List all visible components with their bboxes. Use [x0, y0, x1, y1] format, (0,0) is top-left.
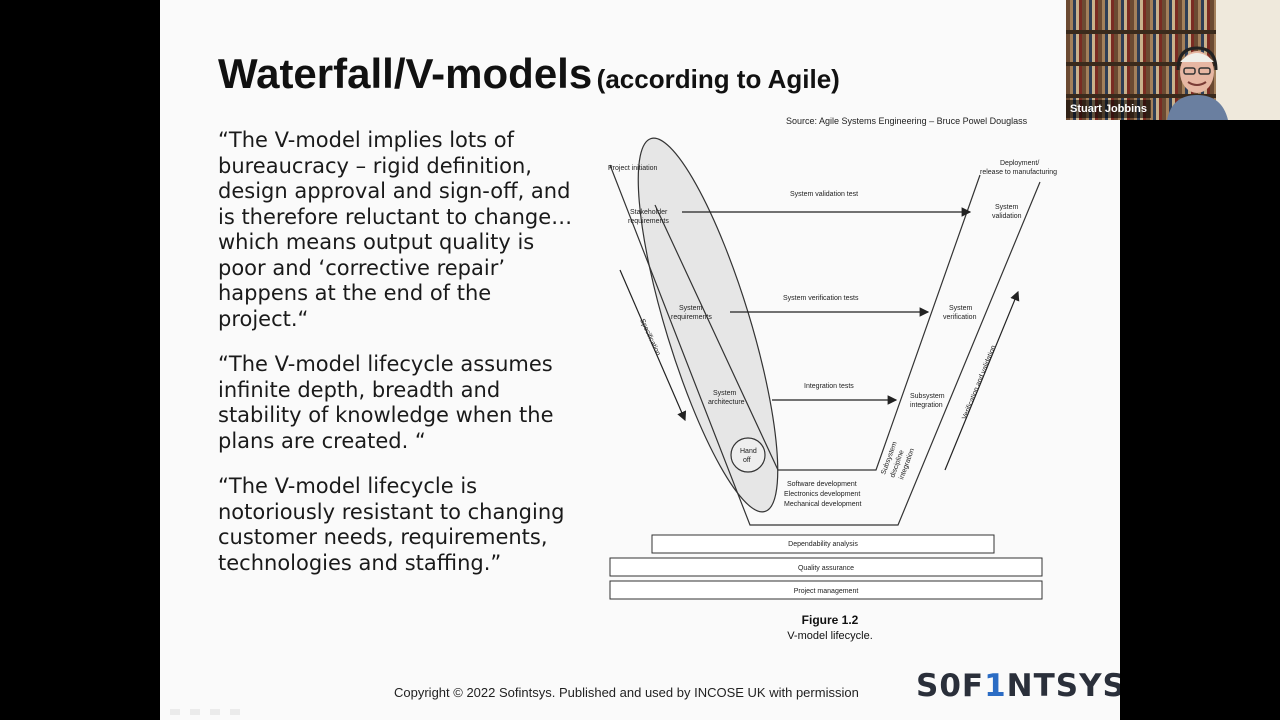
- quote-3: “The V-model lifecycle is notoriously re…: [218, 474, 565, 575]
- participant-name-label: Stuart Jobbins: [1066, 100, 1152, 118]
- participant-video-tile[interactable]: Stuart Jobbins: [1066, 0, 1280, 120]
- quotes-block: “The V-model implies lots of bureaucracy…: [218, 128, 588, 596]
- label-sysver-1: System: [949, 305, 973, 312]
- logo-suffix: NTSYS: [1006, 668, 1120, 704]
- logo-accent: 1: [984, 668, 1007, 704]
- label-specification: Specification: [638, 318, 661, 357]
- participant-avatar: [1167, 46, 1228, 120]
- label-subsys-int-1: Subsystem: [910, 393, 945, 400]
- source-citation: Source: Agile Systems Engineering – Bruc…: [786, 116, 1028, 126]
- wall-background: [1216, 0, 1280, 120]
- label-sysarch-1: System: [713, 390, 737, 397]
- label-sysarch-2: architecture: [708, 399, 745, 406]
- v-outer-outline: [609, 164, 1041, 526]
- label-electronics-dev: Electronics development: [784, 491, 860, 498]
- label-project-mgmt: Project management: [794, 588, 859, 595]
- label-vv: Verification and validation: [961, 344, 997, 420]
- shelf-board: [1066, 94, 1216, 98]
- label-sysval-2: validation: [992, 213, 1022, 220]
- quote-2: “The V-model lifecycle assumes infinite …: [218, 352, 554, 453]
- label-handoff-1: Hand: [740, 448, 757, 455]
- label-subsys-int-2: integration: [910, 402, 943, 409]
- figure-caption: V-model lifecycle.: [787, 630, 873, 642]
- annotation-toolbar-icons[interactable]: [168, 702, 248, 715]
- copyright-notice: Copyright © 2022 Sofintsys. Published an…: [394, 685, 859, 700]
- shelf-board: [1066, 62, 1216, 66]
- slide-title-main: Waterfall/V-models: [218, 50, 593, 97]
- sofintsys-logo: S0F1NTSYS: [916, 668, 1120, 704]
- label-stakeholder-2: requirements: [628, 218, 669, 225]
- label-deployment-2: release to manufacturing: [980, 169, 1057, 176]
- project-bar: [609, 580, 1043, 600]
- slide-title-sub: (according to Agile): [596, 64, 840, 94]
- logo-prefix: S0F: [916, 668, 985, 704]
- label-quality: Quality assurance: [798, 565, 854, 572]
- vv-arrow: [944, 290, 1020, 471]
- label-test-validation: System validation test: [790, 191, 858, 198]
- label-sysreq-2: requirements: [671, 314, 712, 321]
- handoff-circle: [730, 437, 766, 473]
- presentation-slide: Waterfall/V-models (according to Agile) …: [160, 0, 1120, 720]
- label-sysval-1: System: [995, 204, 1019, 211]
- label-sysver-2: verification: [943, 314, 977, 321]
- label-dependability: Dependability analysis: [788, 541, 858, 548]
- label-project-initiation: Project initiation: [608, 165, 658, 172]
- quote-1: “The V-model implies lots of bureaucracy…: [218, 128, 573, 331]
- label-software-dev: Software development: [787, 481, 857, 488]
- figure-title: Figure 1.2: [802, 613, 859, 627]
- label-stakeholder-1: Stakeholder: [630, 209, 668, 216]
- label-test-verification: System verification tests: [783, 295, 859, 302]
- specification-ellipse: [637, 137, 779, 513]
- label-sysreq-1: System: [679, 305, 703, 312]
- v-inner-outline: [654, 174, 981, 471]
- label-test-integration: Integration tests: [804, 383, 854, 390]
- shelf-board: [1066, 30, 1216, 34]
- specification-arrow: [619, 269, 687, 422]
- slide-title: Waterfall/V-models (according to Agile): [218, 50, 840, 98]
- v-model-diagram: Project initiation Stakeholder requireme…: [608, 137, 1057, 642]
- label-deployment-1: Deployment/: [1000, 160, 1039, 167]
- label-handoff-2: off: [743, 457, 751, 464]
- label-mechanical-dev: Mechanical development: [784, 501, 861, 508]
- quality-bar: [609, 557, 1043, 577]
- dependability-bar: [651, 534, 995, 554]
